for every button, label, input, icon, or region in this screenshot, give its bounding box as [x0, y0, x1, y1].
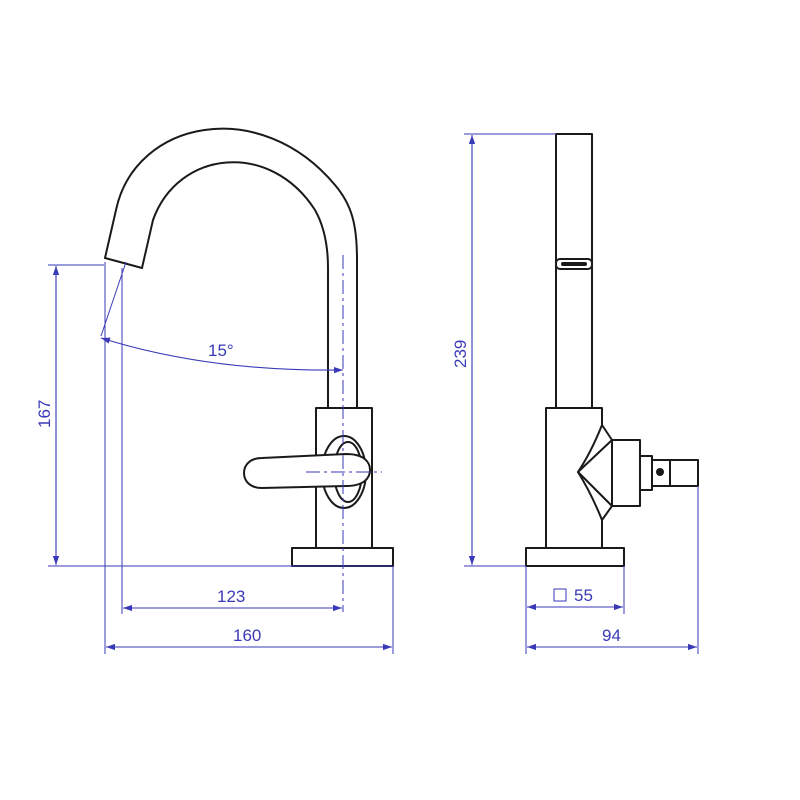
- depth-label: 94: [602, 626, 621, 645]
- spout-column: [555, 133, 593, 409]
- width-label: 160: [233, 626, 261, 645]
- square-symbol: [553, 588, 567, 602]
- base-label: 55: [574, 586, 593, 605]
- valve-diamond: [577, 424, 641, 521]
- spout-tip: [104, 257, 143, 269]
- height-label: 167: [35, 400, 54, 428]
- front-view: 15° 167 123 160: [35, 127, 394, 654]
- lever-handle: [243, 453, 371, 489]
- angle-arc: [100, 337, 344, 374]
- total-height-label: 239: [451, 340, 470, 368]
- spout-outline: [104, 127, 358, 369]
- aerator-slot: [561, 262, 587, 266]
- spout-inner-outline: [141, 161, 329, 369]
- angle-label: 15°: [208, 341, 234, 360]
- valve-diamond-line-1: [577, 439, 613, 473]
- indicator-dot: [656, 468, 664, 476]
- reach-label: 123: [217, 587, 245, 606]
- side-base-plate: [525, 547, 625, 567]
- valve-diamond-line-2: [577, 471, 613, 507]
- lever-collar: [639, 455, 653, 491]
- side-view: 239 55 94: [451, 133, 699, 654]
